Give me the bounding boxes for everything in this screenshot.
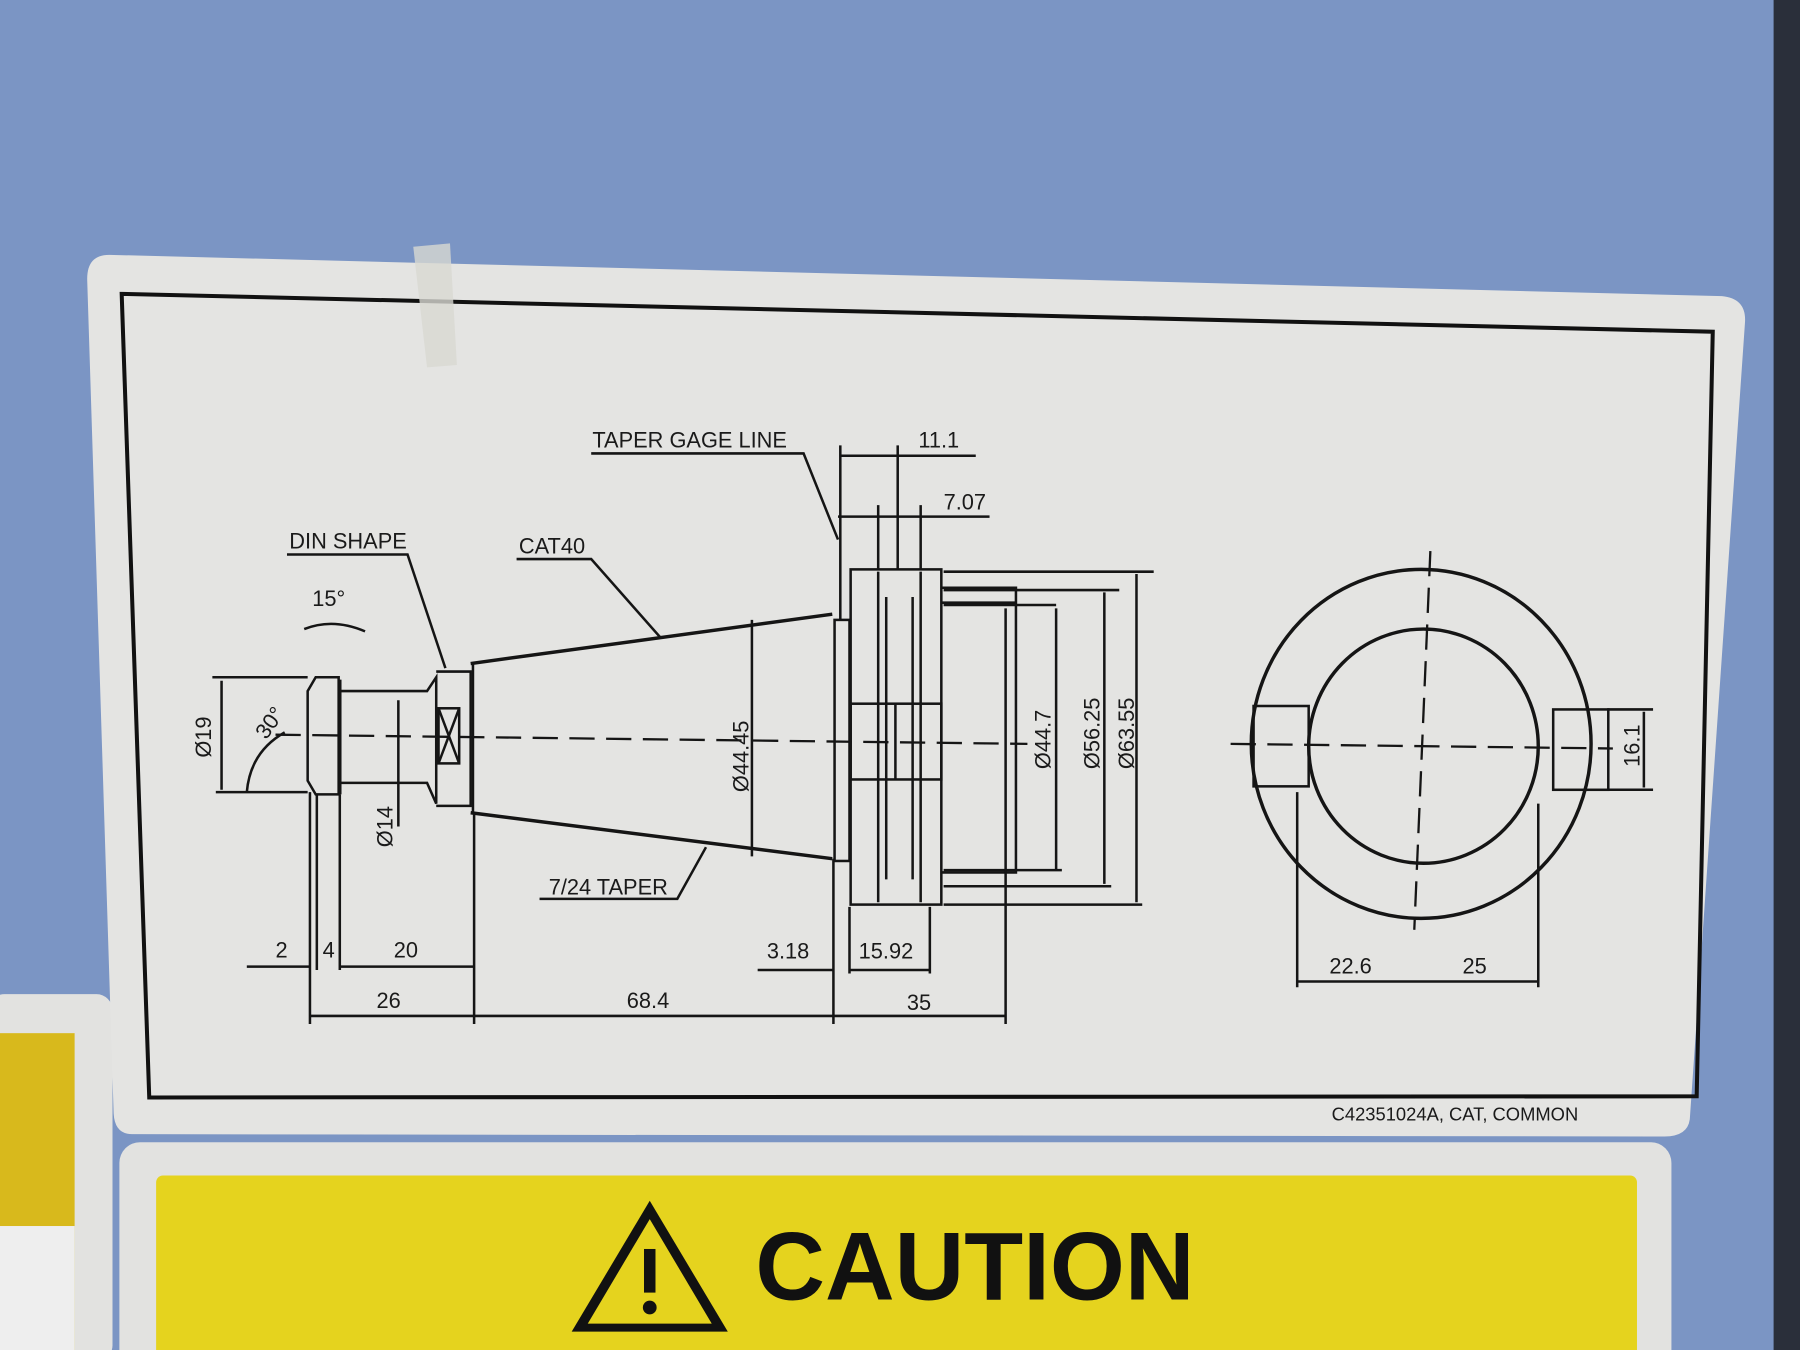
dim-3-18: 3.18	[767, 939, 809, 964]
end-view	[1230, 550, 1613, 930]
dim-11-1: 11.1	[918, 428, 959, 453]
dim-15-92: 15.92	[859, 939, 914, 964]
dim-4: 4	[323, 937, 335, 962]
callout-cat40: CAT40	[519, 533, 585, 558]
dim-d63-55: Ø63.55	[1114, 698, 1139, 769]
wall-shadow-edge	[1773, 0, 1800, 1350]
drawing-border	[119, 291, 1715, 1100]
callout-7-24-taper: 7/24 TAPER	[549, 874, 668, 899]
tool-holder-drawing-label: DIN SHAPE CAT40 TAPER GAGE LINE 7/24 TAP…	[87, 243, 1746, 1137]
dim-22-6: 22.6	[1329, 953, 1371, 978]
angle-15: 15°	[312, 586, 345, 611]
dim-d14: Ø14	[373, 806, 398, 847]
dim-d19: Ø19	[191, 716, 216, 757]
dim-7-07: 7.07	[944, 490, 986, 515]
flange	[833, 568, 1018, 906]
dim-25: 25	[1463, 953, 1487, 978]
dim-20: 20	[394, 937, 418, 962]
callout-taper-gage-line: TAPER GAGE LINE	[592, 428, 787, 453]
dim-d44-45: Ø44.45	[728, 721, 753, 793]
dim-68-4: 68.4	[627, 988, 669, 1013]
caution-label: CAUTION	[119, 1142, 1672, 1350]
taper-body	[470, 612, 833, 861]
dim-2: 2	[276, 937, 288, 962]
dim-d44-7: Ø44.7	[1030, 710, 1055, 769]
dim-d56-25: Ø56.25	[1080, 698, 1105, 769]
callout-din-shape: DIN SHAPE	[289, 529, 406, 554]
tape-residue	[413, 243, 457, 368]
dimension-lines	[212, 445, 1654, 1024]
caution-heading: CAUTION	[755, 1213, 1194, 1320]
part-code: C42351024A, CAT, COMMON	[1332, 1103, 1579, 1124]
dim-16-1: 16.1	[1619, 724, 1644, 766]
left-side-label	[0, 994, 113, 1350]
centerline	[275, 733, 1028, 746]
retention-knob	[306, 670, 472, 808]
dim-35: 35	[907, 990, 931, 1015]
warning-triangle-icon	[571, 1200, 728, 1332]
dim-26: 26	[377, 988, 401, 1013]
